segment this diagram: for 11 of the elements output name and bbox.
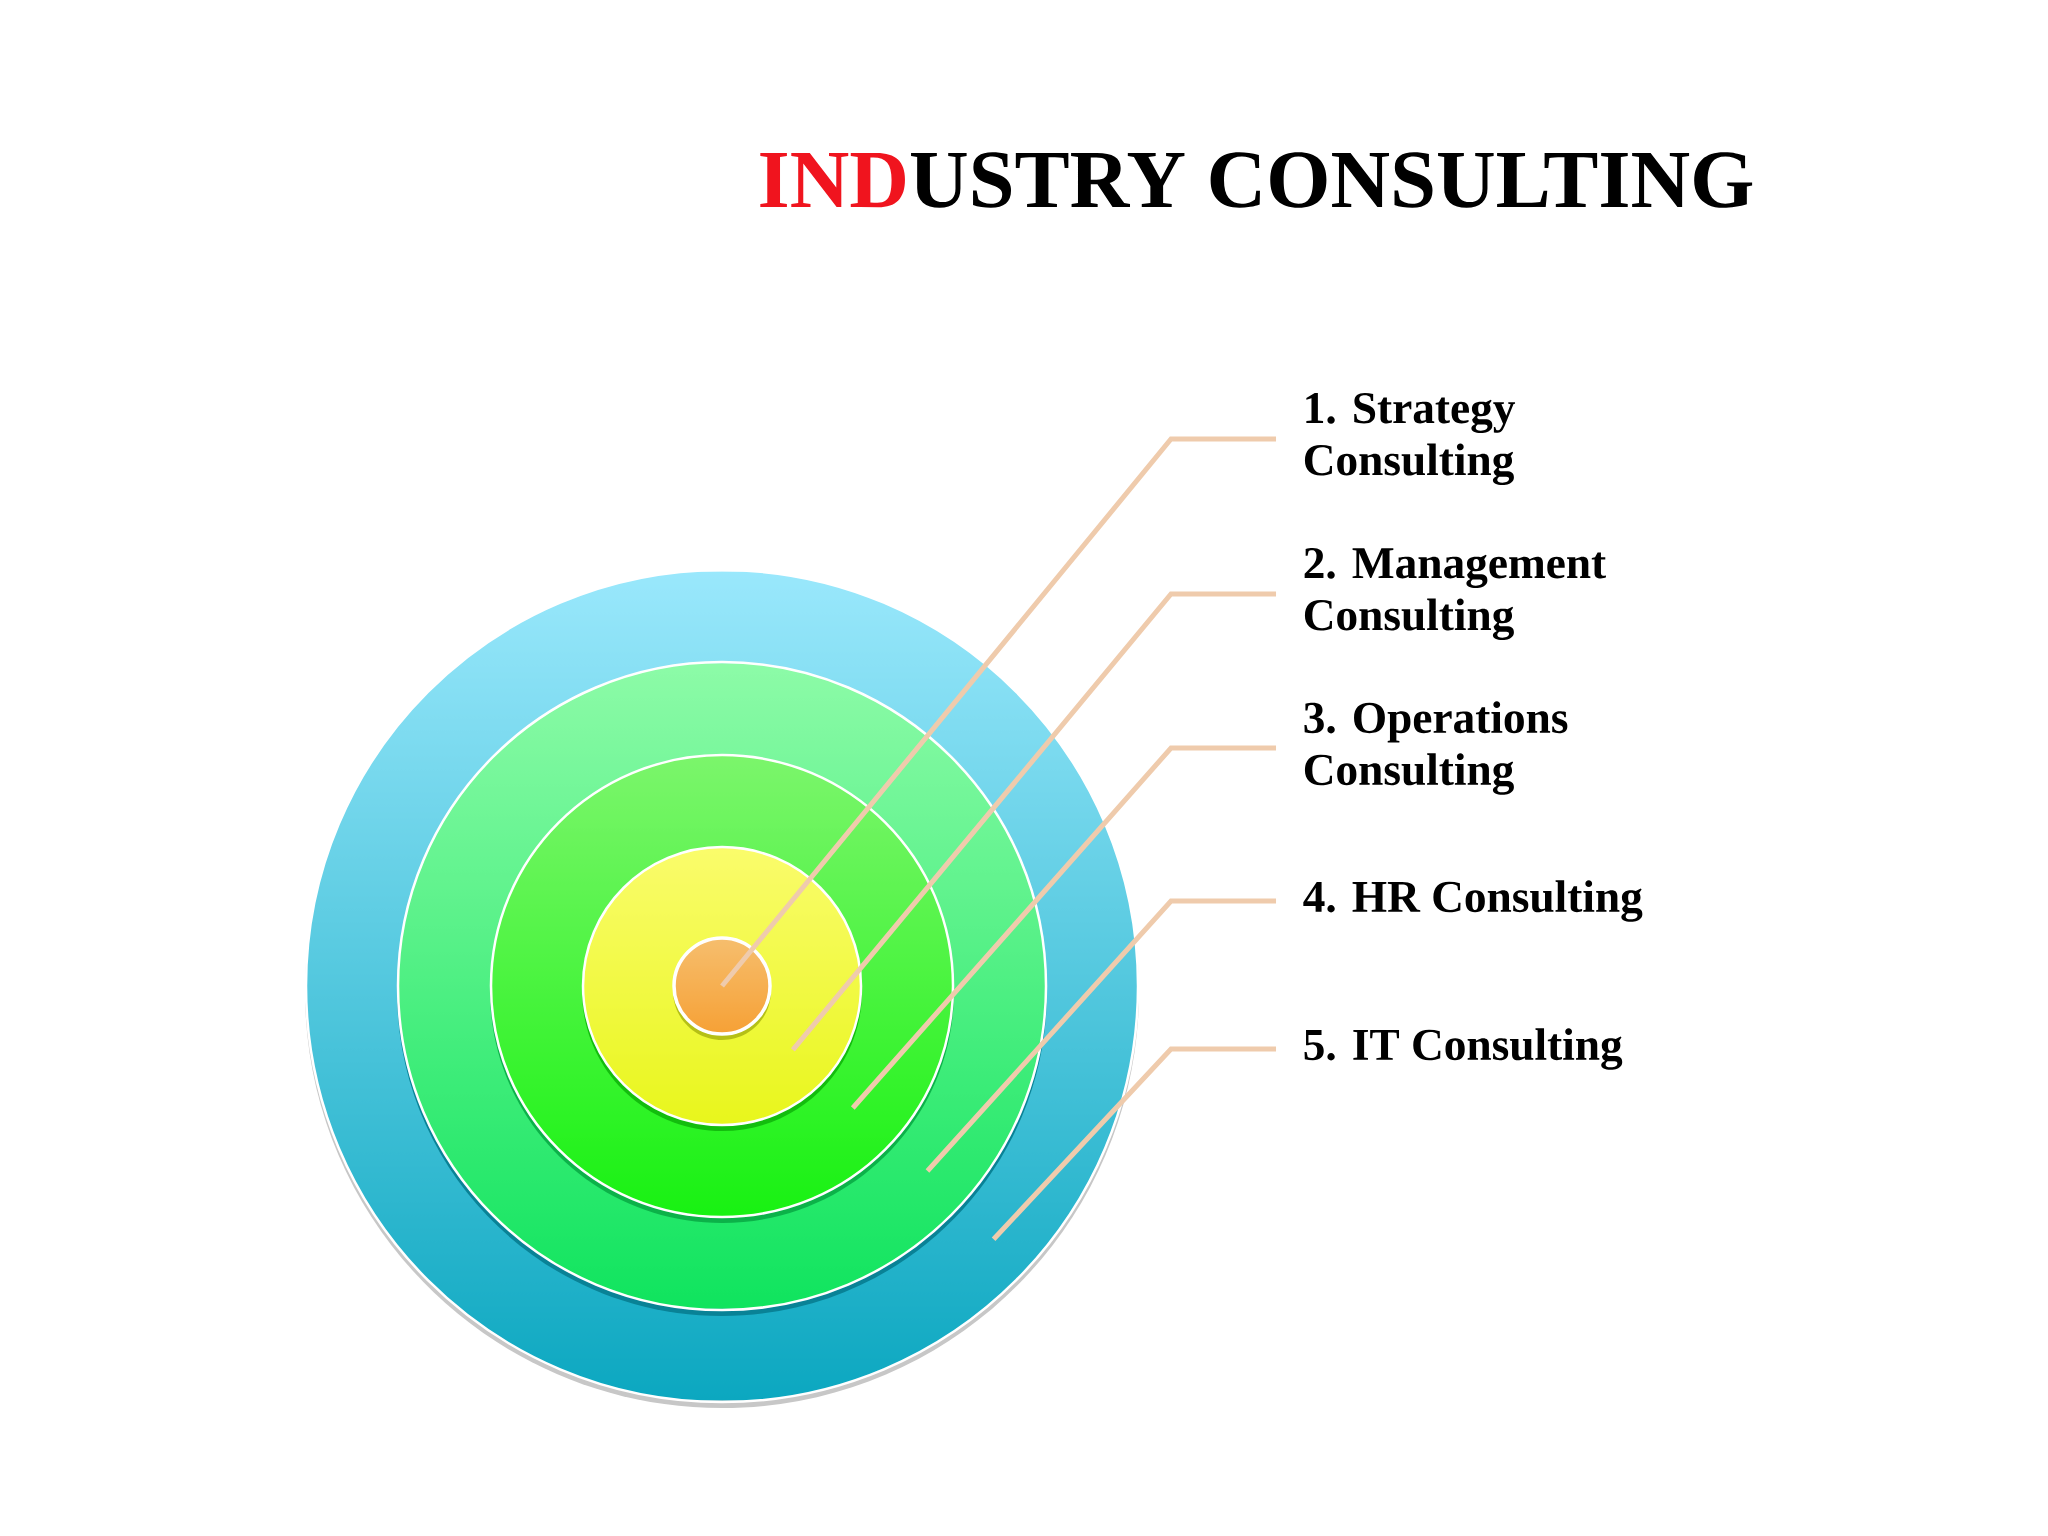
callout-label: 4. HR Consulting xyxy=(1303,880,1643,922)
callout-label: 2. Management Consulting xyxy=(1304,548,1606,641)
leader-line xyxy=(925,898,1277,1173)
leader-line xyxy=(790,591,1277,1052)
leader-line xyxy=(720,436,1277,988)
callout-label: 1. Strategy Consulting xyxy=(1304,393,1516,486)
callout-label: 3. Operations Consulting xyxy=(1304,701,1568,795)
leader-line xyxy=(850,745,1277,1110)
callout-label: 5. IT Consulting xyxy=(1304,1028,1623,1070)
leader-line xyxy=(991,1046,1277,1241)
title: INDUSTRY CONSULTING xyxy=(760,152,1753,208)
